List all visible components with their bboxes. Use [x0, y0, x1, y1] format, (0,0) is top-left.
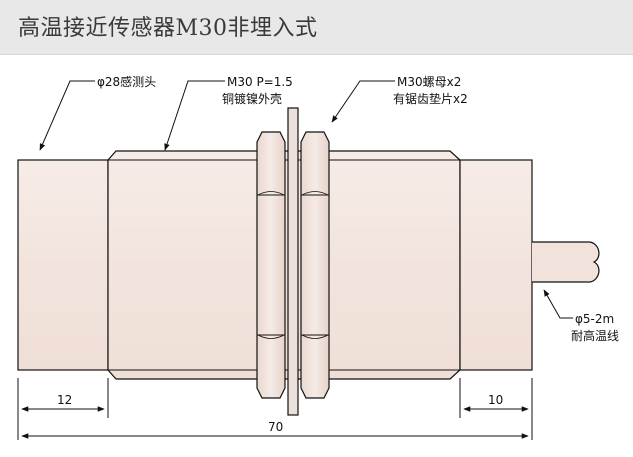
callout-nut-line1: M30螺母x2	[397, 75, 461, 89]
serrated-washer	[287, 107, 299, 416]
dim-tail-length: 10	[488, 393, 503, 407]
callout-cable-line2: 耐高温线	[571, 328, 619, 343]
callout-nut-line2: 有锯齿垫片x2	[393, 91, 468, 106]
leader-thread	[164, 80, 225, 151]
dim-total-length: 70	[268, 420, 283, 434]
sensing-head	[17, 159, 109, 371]
nut-right	[300, 131, 330, 399]
callout-thread-line1: M30 P=1.5	[227, 75, 293, 89]
callout-head: φ28感测头	[97, 74, 156, 89]
callout-thread-line2: 铜镀镍外壳	[222, 91, 282, 106]
leader-head	[39, 80, 95, 151]
cable	[532, 241, 600, 283]
title-bar: 高温接近传感器M30非埋入式	[0, 0, 633, 55]
dim-head-length: 12	[57, 393, 72, 407]
leader-cable	[543, 289, 573, 319]
nut-left	[256, 131, 286, 399]
extension-lines	[17, 378, 533, 440]
page-title: 高温接近传感器M30非埋入式	[18, 16, 318, 41]
rear-tail	[459, 159, 533, 371]
leader-nut	[331, 80, 395, 123]
callout-cable-line1: φ5-2m	[575, 312, 614, 326]
